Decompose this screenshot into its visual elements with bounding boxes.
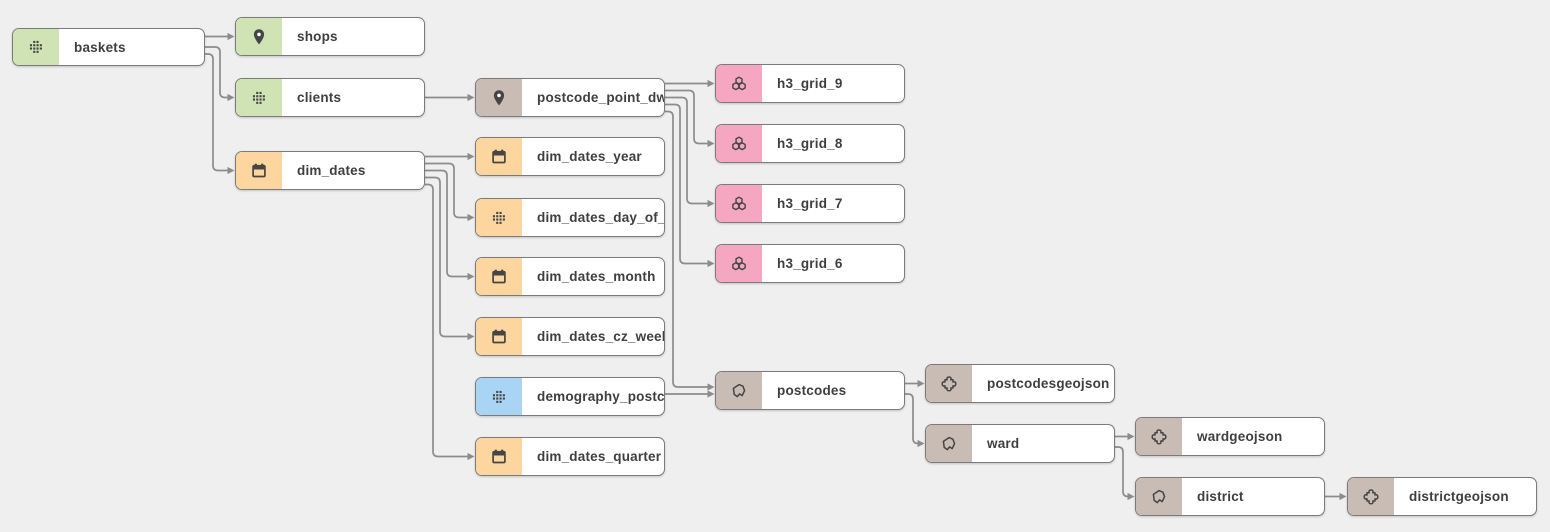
edge-postcode_point_dwh-postcodes: [665, 110, 709, 388]
dotted-table-icon: [476, 199, 522, 236]
location-pin-icon: [236, 18, 282, 55]
node-label: dim_dates_cz_week: [537, 329, 664, 344]
graph-node-dim_dates_cz_week[interactable]: dim_dates_cz_week: [475, 317, 665, 356]
arrowhead-icon: [467, 332, 475, 341]
node-label: shops: [297, 29, 338, 44]
node-label: districtgeojson: [1409, 489, 1509, 504]
node-label: dim_dates_month: [537, 269, 656, 284]
node-label: district: [1197, 489, 1244, 504]
edge-baskets-clients: [205, 46, 229, 99]
arrowhead-icon: [1127, 432, 1135, 441]
arrowhead-icon: [707, 139, 715, 148]
node-label: ward: [987, 436, 1020, 451]
arrowhead-icon: [467, 152, 475, 161]
graph-node-baskets[interactable]: baskets: [12, 28, 205, 66]
edge-postcodes-ward: [905, 393, 919, 445]
graph-node-h3_grid_7[interactable]: h3_grid_7: [715, 184, 905, 223]
puzzle-icon: [926, 365, 972, 402]
edge-postcode_point_dwh-h3_grid_7: [665, 96, 709, 205]
arrowhead-icon: [707, 259, 715, 268]
edge-dim_dates-dim_dates_cz_week: [425, 176, 469, 338]
puzzle-icon: [1136, 418, 1182, 455]
graph-node-demography_postcod[interactable]: demography_postcod: [475, 377, 665, 416]
arrowhead-icon: [707, 383, 715, 391]
arrowhead-icon: [227, 93, 235, 102]
graph-node-h3_grid_9[interactable]: h3_grid_9: [715, 64, 905, 103]
arrowhead-icon: [227, 166, 235, 175]
edge-dim_dates-dim_dates_day_of_we: [425, 162, 469, 219]
h3-hex-cluster-icon: [716, 245, 762, 282]
edge-dim_dates-dim_dates_quarter: [425, 183, 469, 458]
arrowhead-icon: [707, 390, 715, 398]
node-label: dim_dates_day_of_we: [537, 210, 664, 225]
node-label: postcodesgeojson: [987, 376, 1110, 391]
graph-node-dim_dates_quarter[interactable]: dim_dates_quarter: [475, 437, 665, 476]
polygon-icon: [716, 372, 762, 409]
graph-node-dim_dates_day_of_we[interactable]: dim_dates_day_of_we: [475, 198, 665, 237]
graph-node-districtgeojson[interactable]: districtgeojson: [1347, 477, 1537, 516]
arrowhead-icon: [467, 93, 475, 102]
arrowhead-icon: [917, 379, 925, 388]
dotted-table-icon: [236, 79, 282, 116]
calendar-icon: [476, 138, 522, 175]
h3-hex-cluster-icon: [716, 125, 762, 162]
node-label: dim_dates: [297, 163, 366, 178]
node-label: dim_dates_quarter: [537, 449, 662, 464]
edge-dim_dates-dim_dates_month: [425, 169, 469, 278]
arrowhead-icon: [917, 439, 925, 448]
graph-node-postcodes[interactable]: postcodes: [715, 371, 905, 410]
dotted-table-icon: [13, 29, 59, 65]
graph-node-h3_grid_8[interactable]: h3_grid_8: [715, 124, 905, 163]
polygon-icon: [926, 425, 972, 462]
edge-postcode_point_dwh-h3_grid_8: [665, 89, 709, 145]
graph-node-postcode_point_dwh[interactable]: postcode_point_dwh: [475, 78, 665, 117]
arrowhead-icon: [467, 272, 475, 281]
node-label: h3_grid_6: [777, 256, 843, 271]
location-pin-icon: [476, 79, 522, 116]
node-label: demography_postcod: [537, 389, 664, 404]
polygon-icon: [1136, 478, 1182, 515]
arrowhead-icon: [467, 213, 475, 222]
node-label: baskets: [74, 39, 126, 55]
calendar-icon: [476, 258, 522, 295]
graph-node-postcodesgeojson[interactable]: postcodesgeojson: [925, 364, 1115, 403]
arrowhead-icon: [707, 79, 715, 88]
puzzle-icon: [1348, 478, 1394, 515]
graph-node-shops[interactable]: shops: [235, 17, 425, 56]
graph-node-district[interactable]: district: [1135, 477, 1325, 516]
arrowhead-icon: [1339, 492, 1347, 501]
arrowhead-icon: [1127, 492, 1135, 501]
node-label: h3_grid_9: [777, 76, 843, 91]
node-label: h3_grid_7: [777, 196, 843, 211]
arrowhead-icon: [227, 32, 235, 41]
node-label: h3_grid_8: [777, 136, 843, 151]
graph-node-dim_dates_month[interactable]: dim_dates_month: [475, 257, 665, 296]
graph-node-ward[interactable]: ward: [925, 424, 1115, 463]
calendar-icon: [236, 152, 282, 189]
arrowhead-icon: [707, 199, 715, 208]
node-label: postcodes: [777, 383, 847, 398]
graph-node-h3_grid_6[interactable]: h3_grid_6: [715, 244, 905, 283]
graph-node-dim_dates[interactable]: dim_dates: [235, 151, 425, 190]
calendar-icon: [476, 318, 522, 355]
edge-ward-district: [1115, 446, 1129, 498]
edge-baskets-dim_dates: [205, 53, 229, 172]
dotted-table-icon: [476, 378, 522, 415]
arrowhead-icon: [467, 452, 475, 461]
node-label: wardgeojson: [1197, 429, 1283, 444]
graph-node-dim_dates_year[interactable]: dim_dates_year: [475, 137, 665, 176]
h3-hex-cluster-icon: [716, 65, 762, 102]
edge-postcode_point_dwh-h3_grid_6: [665, 103, 709, 265]
node-label: postcode_point_dwh: [537, 90, 664, 105]
graph-node-clients[interactable]: clients: [235, 78, 425, 117]
graph-node-wardgeojson[interactable]: wardgeojson: [1135, 417, 1325, 456]
node-label: dim_dates_year: [537, 149, 642, 164]
calendar-icon: [476, 438, 522, 475]
h3-hex-cluster-icon: [716, 185, 762, 222]
node-label: clients: [297, 90, 342, 105]
